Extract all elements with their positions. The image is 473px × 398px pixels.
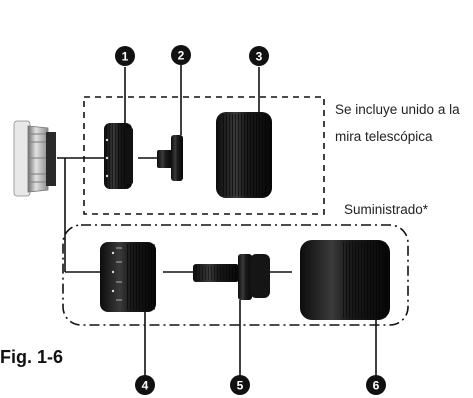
callout-1: 1 [115,46,135,66]
part-6-large-cap-image [300,240,390,320]
svg-text:5: 5 [237,379,244,393]
supplied-label: Suministrado* [344,202,429,217]
callout-2: 2 [171,45,191,65]
scope-eyepiece-image [13,120,56,197]
callout-3: 3 [249,46,269,66]
part-3-large-cap-image [216,112,272,198]
included-label-line2: mira telescópica [335,129,433,144]
svg-text:1: 1 [122,50,129,64]
part-5-stem-image [193,254,270,300]
svg-text:6: 6 [373,379,380,393]
figure-label: Fig. 1-6 [0,347,63,367]
svg-text:3: 3 [256,50,263,64]
svg-text:4: 4 [142,379,149,393]
included-group-box [83,96,325,215]
callout-5: 5 [230,375,250,395]
part-4-turret-ring-image [100,242,156,312]
connector-lines [57,65,377,378]
svg-text:2: 2 [178,49,185,63]
part-1-turret-cap-image [104,123,133,189]
supplied-group-box [62,224,409,326]
callout-4: 4 [135,375,155,395]
callout-6: 6 [366,375,386,395]
included-label-line1: Se incluye unido a la [335,102,460,117]
part-2-stud-image [157,135,183,181]
